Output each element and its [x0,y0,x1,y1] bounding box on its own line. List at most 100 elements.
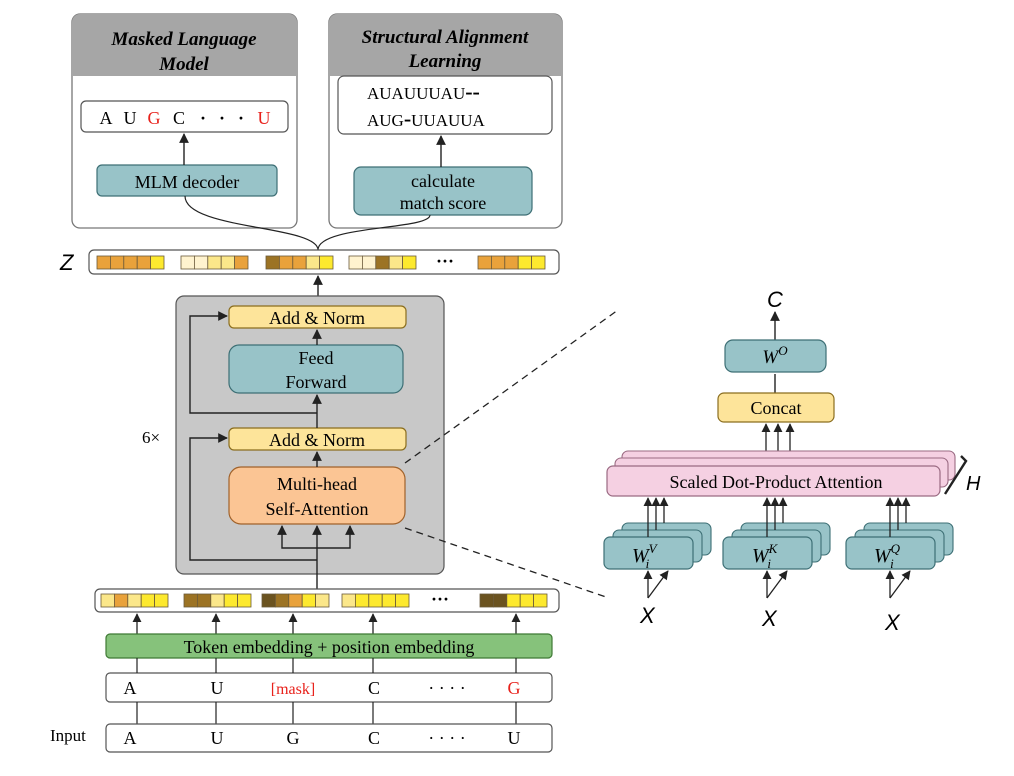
concat-label: Concat [751,398,802,418]
embedding-vector-row: ··· [94,588,560,613]
z-vector-cell [96,255,111,270]
mlm-title-line2: Model [158,54,209,75]
masked-token: [mask] [271,681,315,698]
match-score-box [353,166,533,216]
x-label-q: X [884,610,901,635]
add-norm-top-label: Add & Norm [269,308,365,328]
embedding-vector-cell [479,593,494,608]
embedding-vector-cell [492,593,508,608]
embedding-vector-cell [183,593,198,608]
input-token: U [508,728,521,748]
z-to-match-curve [317,214,431,251]
x-label-k: X [761,606,778,631]
z-vector-cell [150,255,165,270]
mlm-title-line1: Masked Language [110,29,257,50]
z-vector-cell [136,255,151,270]
embedding-vector-cell [519,593,535,608]
mlm-sequence-token: U [124,108,137,128]
z-representation-row: Z ··· [59,249,560,275]
z-vector-cell [207,255,222,270]
mlm-sequence-token: C [173,108,185,128]
feed-forward-label-line1: Feed [299,348,334,368]
z-vector-cell [319,255,334,270]
input-label: Input [50,726,86,745]
z-vector-cell [193,255,209,270]
z-vector-cell [490,255,506,270]
embedding-vector-cell [288,593,303,608]
z-vector-cell [402,255,417,270]
z-vector-cell [220,255,235,270]
embedding-vector-cell [354,593,370,608]
embedding-vector-cell [341,593,356,608]
z-vector-cell [477,255,492,270]
concat-box [717,392,835,423]
encoder-block: 6× Add & Norm Feed Forward Add & Norm Mu… [142,295,445,589]
mhsa-label-line1: Multi-head [277,474,357,494]
mlm-sequence-token: A [100,108,113,128]
mhsa-label-line2: Self-Attention [266,499,369,519]
feed-forward-box [228,344,404,394]
embedding-vector-cell [100,593,115,608]
embedding-vector-cell [223,593,238,608]
embedding-vector-cell [381,593,397,608]
z-vector-cell [292,255,307,270]
sdpa-label: Scaled Dot-Product Attention [670,472,883,492]
feed-forward-label-line2: Forward [286,372,347,392]
embedding-vector-cell [140,593,155,608]
z-vector-cell [278,255,294,270]
embedding-vector-cell [196,593,212,608]
embedding-arrows [132,613,521,634]
mlm-decoder-box [96,164,278,197]
multi-head-attention-detail: C WO Concat Scaled Dot-Product Attention… [603,287,981,635]
zoom-line-top [404,309,619,464]
z-vector-cell [180,255,195,270]
x-input-q: X [884,570,911,635]
embedding-vector-cell [237,593,252,608]
heads-bracket [943,455,968,495]
embedding-vector-cell [154,593,169,608]
heads-label: H [966,473,981,495]
add-norm-bottom-label: Add & Norm [269,430,365,450]
z-vector-cell [348,255,363,270]
embedding-vector-cell [533,593,548,608]
token-embedding-box [105,633,553,659]
embedding-vector-cell [210,593,225,608]
mlm-sequence-token: U [258,108,271,128]
x-input-v: X [639,570,669,628]
alignment-line1: AUAUUUAU-- [367,79,480,104]
input-token: C [368,728,380,748]
alignment-line2: AUG-UUAUUA [367,106,486,131]
output-c-label: C [767,287,783,312]
z-vector-cell [388,255,404,270]
embedding-vector-cell [274,593,290,608]
mlm-output-sequence-box [80,100,289,133]
embedding-vector-cell [315,593,330,608]
token-embedding-label: Token embedding + position embedding [184,637,475,657]
encoder-repeat-label: 6× [142,428,160,447]
mlm-sequence-token: · [200,108,206,128]
sal-title-line1: Structural Alignment [362,27,529,48]
embedding-vector-cell [301,593,317,608]
mlm-sequence-token: · [219,108,225,128]
masked-token: A [124,678,137,698]
input-token: U [211,728,224,748]
sdpa-box [606,465,941,497]
z-vector-cell [504,255,519,270]
z-vector-cell [123,255,138,270]
mlm-decoder-label: MLM decoder [135,172,239,192]
z-vector-cell [234,255,249,270]
embedding-vector-cell [506,593,521,608]
z-vector-cell [531,255,546,270]
embedding-ellipsis: ··· [431,589,449,609]
z-vector-cell [305,255,321,270]
input-token: G [287,728,300,748]
z-vector-cell [110,255,125,270]
